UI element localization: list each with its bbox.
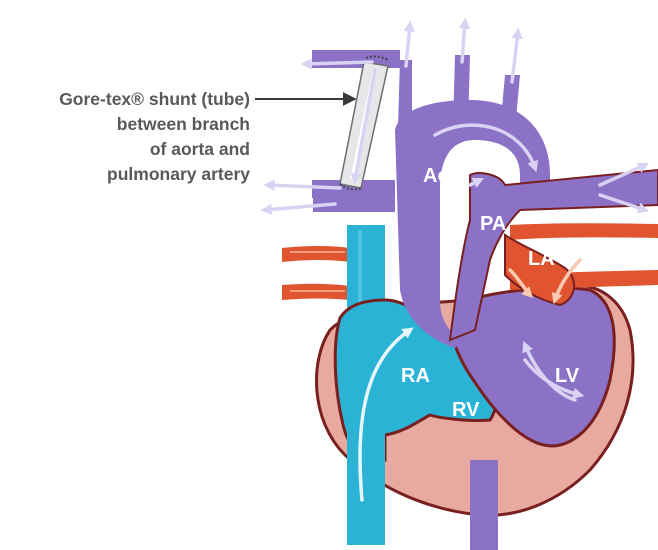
label-pulmonary-artery: PA	[480, 213, 506, 235]
inferior-vena-cava	[347, 430, 385, 545]
label-right-ventricle: RV	[452, 399, 480, 421]
label-left-ventricle: LV	[555, 365, 580, 387]
descending-aorta	[470, 460, 498, 550]
label-left-atrium: LA	[528, 248, 555, 270]
label-aorta: Ao	[423, 165, 450, 187]
label-right-atrium: RA	[401, 365, 430, 387]
left-pulmonary-veins	[282, 246, 350, 300]
